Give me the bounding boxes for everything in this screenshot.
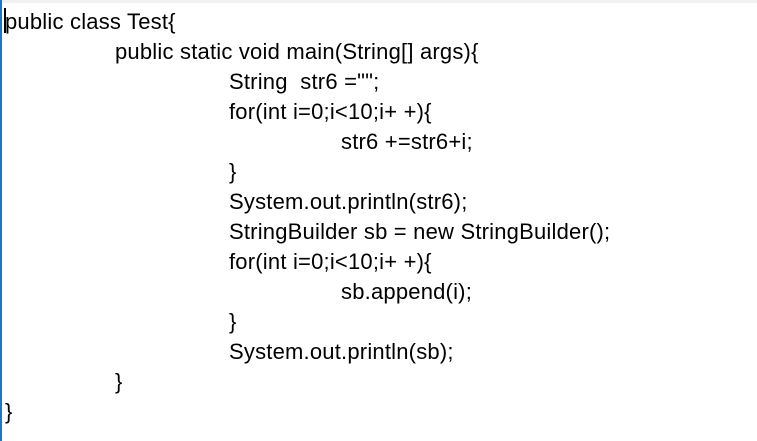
code-line[interactable]: public static void main(String[] args){ — [115, 39, 479, 64]
code-line[interactable]: } — [115, 369, 123, 394]
code-line[interactable]: sb.append(i); — [341, 279, 473, 304]
code-line[interactable]: } — [5, 399, 13, 424]
code-line[interactable]: } — [229, 159, 237, 184]
code-line[interactable]: System.out.println(str6); — [229, 189, 468, 214]
left-blue-border — [0, 0, 2, 441]
code-line[interactable]: for(int i=0;i<10;i+ +){ — [229, 99, 432, 124]
code-line[interactable]: public class Test{ — [5, 9, 176, 34]
code-line[interactable]: System.out.println(sb); — [229, 339, 454, 364]
code-area[interactable]: public class Test{ public static void mai… — [0, 7, 757, 427]
top-edge-strip — [0, 0, 757, 3]
code-line[interactable]: StringBuilder sb = new StringBuilder(); — [229, 219, 611, 244]
code-line[interactable]: String str6 =""; — [229, 69, 380, 94]
code-line[interactable]: for(int i=0;i<10;i+ +){ — [229, 249, 432, 274]
text-caret — [4, 8, 6, 33]
code-line[interactable]: str6 +=str6+i; — [341, 129, 473, 154]
code-line[interactable]: } — [229, 309, 237, 334]
